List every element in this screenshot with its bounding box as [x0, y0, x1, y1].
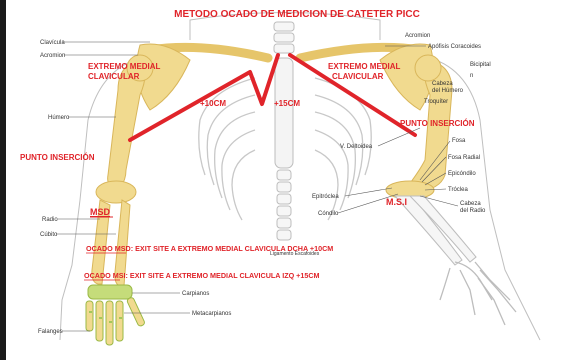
label-cabeza-radio-2: del Radio — [460, 208, 486, 214]
label-condilo: Cóndilo — [318, 211, 339, 217]
label-extremo-right-2: CLAVICULAR — [332, 72, 384, 81]
label-carpianos: Carpianos — [182, 291, 209, 297]
label-cabeza-radio-1: Cabeza — [460, 201, 481, 207]
label-falanges: Falanges — [38, 329, 63, 335]
label-acromion-right: Acromion — [405, 33, 430, 39]
humeral-head-right — [415, 55, 441, 81]
label-apofisis: Apófisis Coracoides — [428, 44, 481, 50]
label-troclea: Tróclea — [448, 187, 468, 193]
hand-left — [86, 285, 145, 345]
label-n: n — [470, 73, 473, 79]
label-cubito: Cúbito — [40, 232, 58, 238]
label-punto-right: PUNTO INSERCIÓN — [400, 119, 475, 128]
label-punto-left: PUNTO INSERCIÓN — [20, 153, 95, 162]
label-10cm: +10CM — [200, 99, 226, 108]
label-troquiter: Troquíter — [424, 99, 448, 105]
cervical-vertebrae — [274, 22, 294, 53]
label-msd: MSD — [90, 207, 111, 217]
label-acromion-left: Acromion — [40, 53, 65, 59]
label-humero: Húmero — [48, 115, 70, 121]
label-metacarpianos: Metacarpianos — [192, 311, 231, 317]
label-fosa: Fosa — [452, 138, 466, 144]
label-epicondilo: Epicóndilo — [448, 171, 476, 177]
label-extremo-left-2: CLAVICULAR — [88, 72, 140, 81]
label-clavicula: Clavícula — [40, 40, 65, 46]
label-cabeza-humero-1: Cabeza — [432, 81, 453, 87]
label-ocado-msd: OCADO MSD: EXIT SITE A EXTREMO MEDIAL CL… — [86, 244, 333, 253]
label-bicipital: Bicipital — [470, 62, 491, 68]
label-epitroclea: Epitróclea — [312, 194, 339, 200]
label-extremo-right-1: EXTREMO MEDIAL — [328, 62, 401, 71]
label-15cm: +15CM — [274, 99, 300, 108]
hand-right — [440, 262, 516, 325]
label-msi: M.S.I — [386, 197, 407, 207]
title: METODO OCADO DE MEDICION DE CATETER PICC — [174, 9, 420, 20]
sternum — [275, 58, 293, 168]
label-ocado-msi: OCADO MSI: EXIT SITE A EXTREMO MEDIAL CL… — [84, 271, 320, 280]
label-extremo-left-1: EXTREMO MEDIAL — [88, 62, 161, 71]
label-radio: Radio — [42, 217, 58, 223]
label-fosa-radial: Fosa Radial — [448, 155, 480, 161]
spine — [277, 170, 291, 240]
label-v-deltoidea: V. Deltoidea — [340, 144, 373, 150]
label-cabeza-humero-2: del Húmero — [432, 88, 464, 94]
elbow-left — [96, 181, 136, 203]
